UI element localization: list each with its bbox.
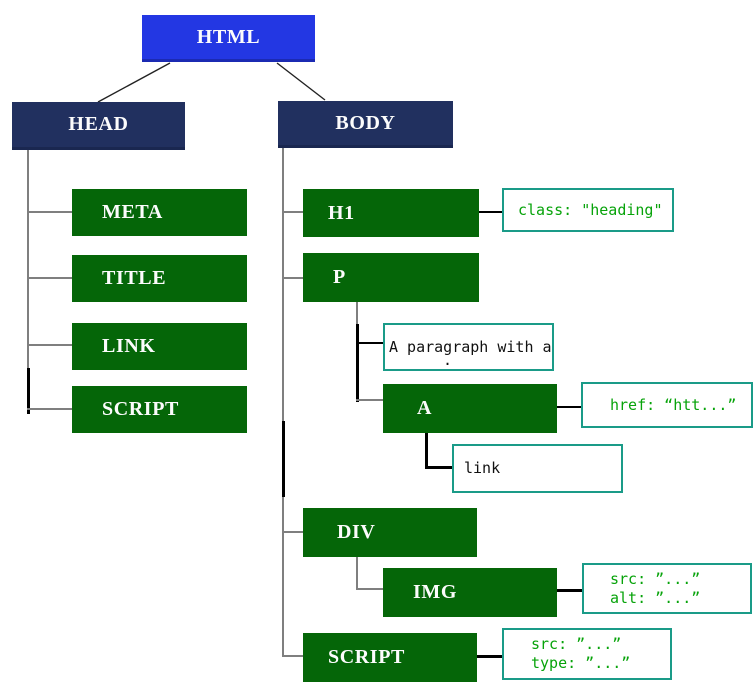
node-h1: H1	[303, 189, 479, 237]
note-img-alt-text: alt: ”...”	[610, 588, 701, 607]
edge-h1-note	[479, 211, 502, 213]
note-p-textnode: A paragraph with a .	[383, 323, 554, 371]
node-body-label: BODY	[335, 111, 396, 134]
node-meta: META	[72, 189, 247, 236]
edge-head-title	[27, 277, 72, 279]
head-trunk-dark-segment	[27, 368, 30, 414]
note-h1-class: class: "heading"	[502, 188, 674, 232]
node-div-label: DIV	[337, 521, 376, 543]
note-a-textnode-text: link	[464, 459, 501, 477]
head-trunk-line	[27, 150, 29, 411]
note-p-textnode-text: A paragraph with a	[389, 337, 552, 356]
node-p-label: P	[333, 266, 346, 288]
edge-body-p	[282, 277, 303, 279]
p-trunk-line	[356, 302, 358, 326]
note-img-attrs: src: ”...” alt: ”...”	[582, 563, 752, 614]
node-img: IMG	[383, 568, 557, 617]
node-body-script-label: SCRIPT	[328, 646, 405, 668]
edge-p-textnode	[357, 342, 383, 344]
node-body: BODY	[278, 101, 453, 148]
note-script-attrs: src: ”...” type: ”...”	[502, 628, 672, 680]
node-a-label: A	[417, 397, 433, 419]
node-img-label: IMG	[413, 581, 458, 603]
edge-head-meta	[27, 211, 72, 213]
note-img-src-text: src: ”...”	[610, 569, 701, 588]
body-trunk-dark-segment	[282, 421, 285, 497]
node-body-script: SCRIPT	[303, 633, 477, 682]
note-script-src-text: src: ”...”	[531, 635, 622, 653]
node-head: HEAD	[12, 102, 185, 150]
edge-a-textnode	[425, 466, 452, 469]
note-a-href-text: href: “htt...”	[610, 395, 737, 414]
div-trunk-line	[356, 557, 358, 590]
node-meta-label: META	[102, 201, 163, 223]
edge-body-h1	[282, 211, 303, 213]
edge-head-link	[27, 344, 72, 346]
node-head-label: HEAD	[68, 113, 129, 135]
node-h1-label: H1	[328, 201, 355, 224]
body-trunk-line	[282, 148, 284, 657]
edge-body-div	[282, 531, 303, 533]
note-a-textnode: link	[452, 444, 623, 493]
edge-script-note	[477, 655, 502, 658]
node-html: HTML	[142, 15, 315, 62]
node-div: DIV	[303, 508, 477, 557]
node-head-script: SCRIPT	[72, 386, 247, 433]
node-head-script-label: SCRIPT	[102, 398, 179, 420]
node-link-label: LINK	[102, 335, 156, 357]
node-title-label: TITLE	[102, 267, 167, 289]
node-p: P	[303, 253, 479, 302]
note-script-type-text: type: ”...”	[531, 654, 631, 672]
note-h1-class-text: class: "heading"	[518, 200, 663, 219]
node-a: A	[383, 384, 557, 433]
edge-head-script	[27, 408, 72, 410]
a-child-vline	[425, 433, 428, 469]
note-p-textnode-dot: .	[443, 351, 453, 369]
note-a-href: href: “htt...”	[581, 382, 753, 428]
edge-p-a	[356, 399, 383, 401]
edge-img-note	[557, 589, 582, 592]
node-html-label: HTML	[196, 25, 261, 48]
node-title: TITLE	[72, 255, 247, 302]
node-link: LINK	[72, 323, 247, 370]
p-trunk-dark-segment	[356, 324, 359, 402]
edge-body-script	[282, 655, 303, 657]
edge-a-note	[557, 406, 581, 408]
edge-div-img	[356, 588, 383, 590]
